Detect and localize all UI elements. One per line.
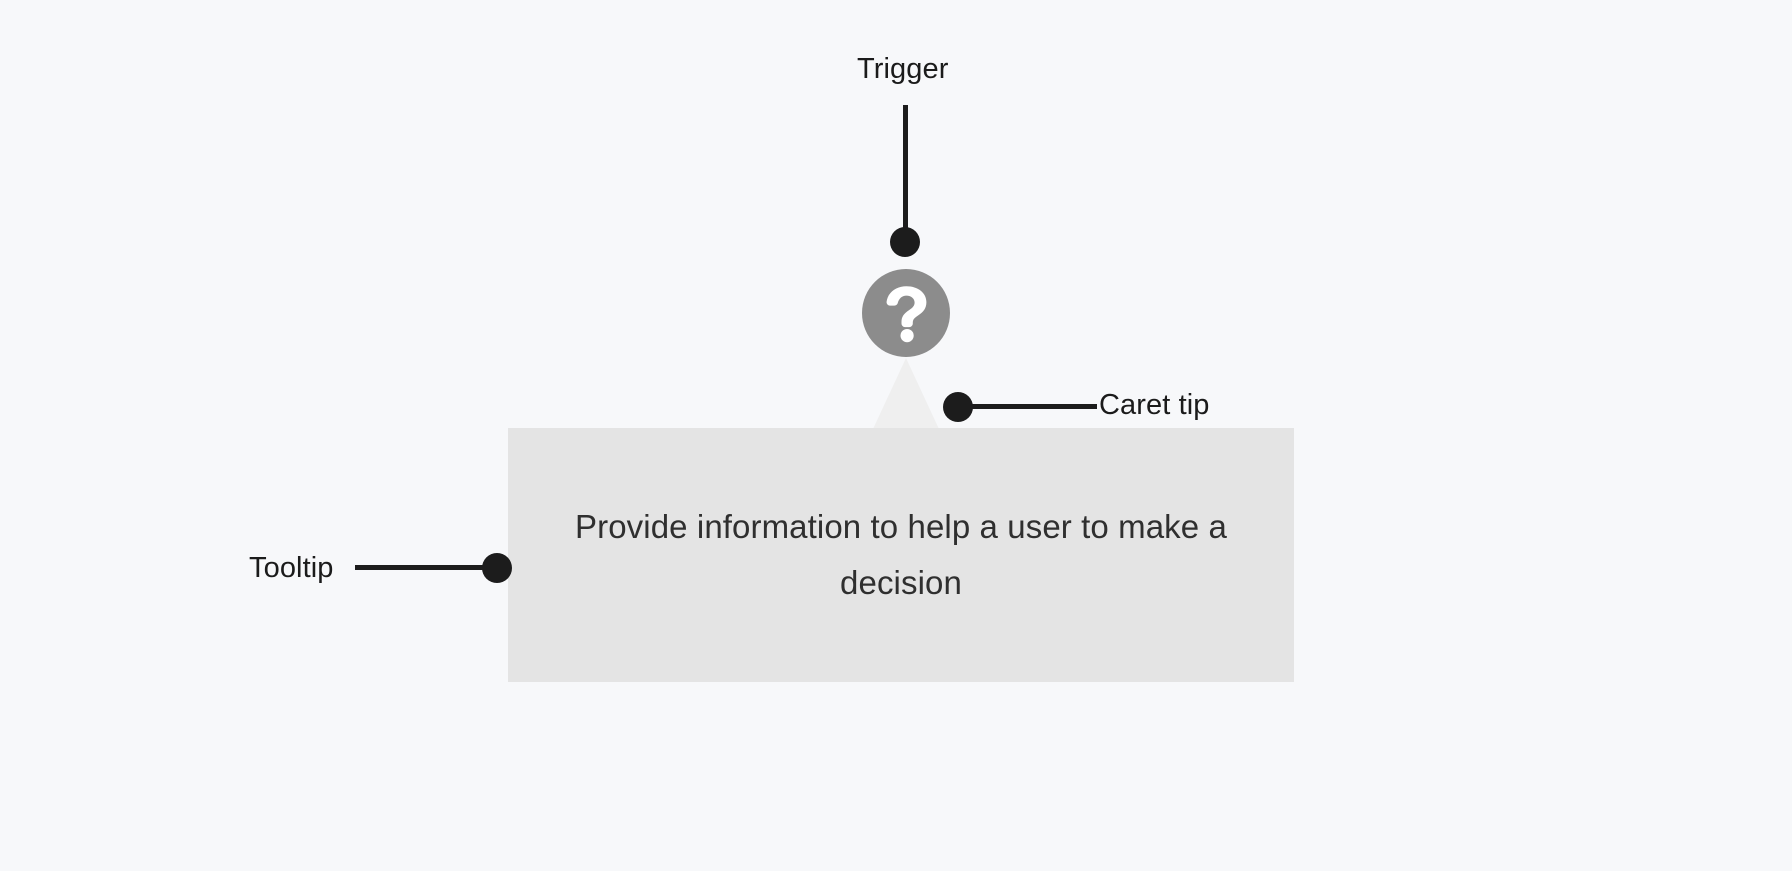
caret-tip-callout-label: Caret tip — [1099, 389, 1210, 421]
trigger-leader-line — [903, 105, 908, 232]
tooltip-leader-dot — [482, 553, 512, 583]
trigger-callout-label: Trigger — [857, 53, 949, 85]
trigger-leader-dot — [890, 227, 920, 257]
question-mark-glyph — [886, 286, 927, 343]
question-mark-circle-icon[interactable] — [862, 269, 950, 357]
tooltip-body-text: Provide information to help a user to ma… — [575, 508, 1227, 601]
tooltip-callout-label: Tooltip — [249, 552, 334, 584]
tooltip-box: Provide information to help a user to ma… — [508, 428, 1294, 682]
caret-tip-leader-line — [968, 404, 1097, 409]
tooltip-caret — [873, 358, 939, 429]
tooltip-leader-line — [355, 565, 487, 570]
